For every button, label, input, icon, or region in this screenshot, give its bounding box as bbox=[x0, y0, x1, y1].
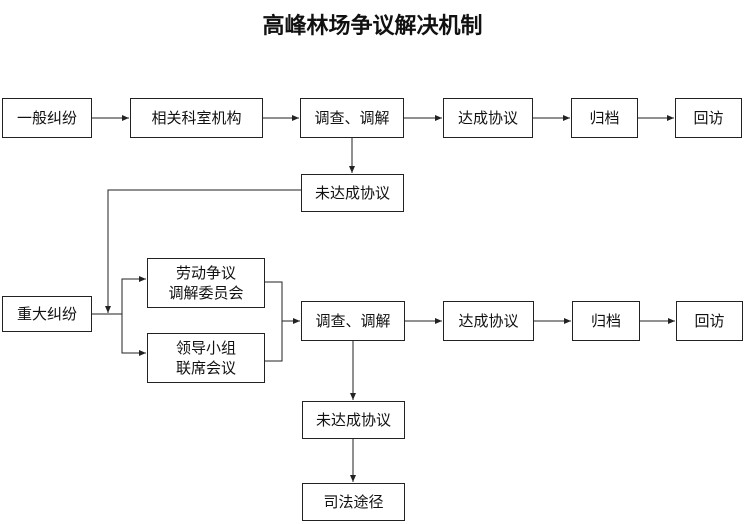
node-no-agreement-2-label: 未达成协议 bbox=[315, 410, 391, 429]
arrow-fail1-to-major bbox=[105, 189, 301, 313]
node-department-label: 相关科室机构 bbox=[151, 108, 242, 127]
node-general-dispute-label: 一般纠纷 bbox=[16, 108, 77, 127]
node-revisit-1: 回访 bbox=[675, 98, 742, 138]
node-mediation-1-label: 调查、调解 bbox=[314, 108, 390, 127]
node-archive-1: 归档 bbox=[571, 98, 638, 138]
page-title: 高峰林场争议解决机制 bbox=[262, 13, 483, 39]
node-leadership-meeting: 领导小组 联席会议 bbox=[147, 333, 265, 383]
arrow-major-to-leader bbox=[121, 314, 146, 356]
line-labor-merge bbox=[265, 281, 283, 362]
node-judicial-route-label: 司法途径 bbox=[323, 492, 384, 511]
node-revisit-1-label: 回访 bbox=[693, 108, 724, 127]
node-mediation-2-label: 调查、调解 bbox=[315, 311, 391, 330]
node-labor-committee-line1: 劳动争议 bbox=[175, 263, 236, 282]
node-revisit-2: 回访 bbox=[676, 301, 743, 341]
node-leadership-meeting-line1: 领导小组 bbox=[175, 338, 236, 357]
node-archive-1-label: 归档 bbox=[589, 108, 620, 127]
node-no-agreement-1: 未达成协议 bbox=[301, 174, 404, 212]
node-labor-committee: 劳动争议 调解委员会 bbox=[147, 258, 265, 308]
arrow-major-to-labor bbox=[121, 276, 146, 314]
node-major-dispute: 重大纠纷 bbox=[2, 296, 92, 332]
node-leadership-meeting-line2: 联席会议 bbox=[175, 359, 236, 377]
node-major-dispute-label: 重大纠纷 bbox=[16, 304, 77, 323]
node-agreement-2-label: 达成协议 bbox=[458, 311, 519, 330]
node-labor-committee-line2: 调解委员会 bbox=[168, 284, 244, 302]
node-mediation-1: 调查、调解 bbox=[300, 98, 404, 138]
node-agreement-1-label: 达成协议 bbox=[457, 108, 518, 127]
node-revisit-2-label: 回访 bbox=[694, 311, 725, 330]
node-department: 相关科室机构 bbox=[130, 98, 263, 138]
node-no-agreement-2: 未达成协议 bbox=[302, 401, 405, 439]
node-judicial-route: 司法途径 bbox=[302, 483, 405, 521]
node-no-agreement-1-label: 未达成协议 bbox=[314, 183, 390, 202]
node-archive-2-label: 归档 bbox=[590, 311, 621, 330]
node-general-dispute: 一般纠纷 bbox=[2, 98, 92, 138]
node-mediation-2: 调查、调解 bbox=[301, 301, 405, 341]
node-archive-2: 归档 bbox=[572, 301, 640, 341]
node-agreement-1: 达成协议 bbox=[443, 98, 533, 138]
node-agreement-2: 达成协议 bbox=[443, 301, 534, 341]
